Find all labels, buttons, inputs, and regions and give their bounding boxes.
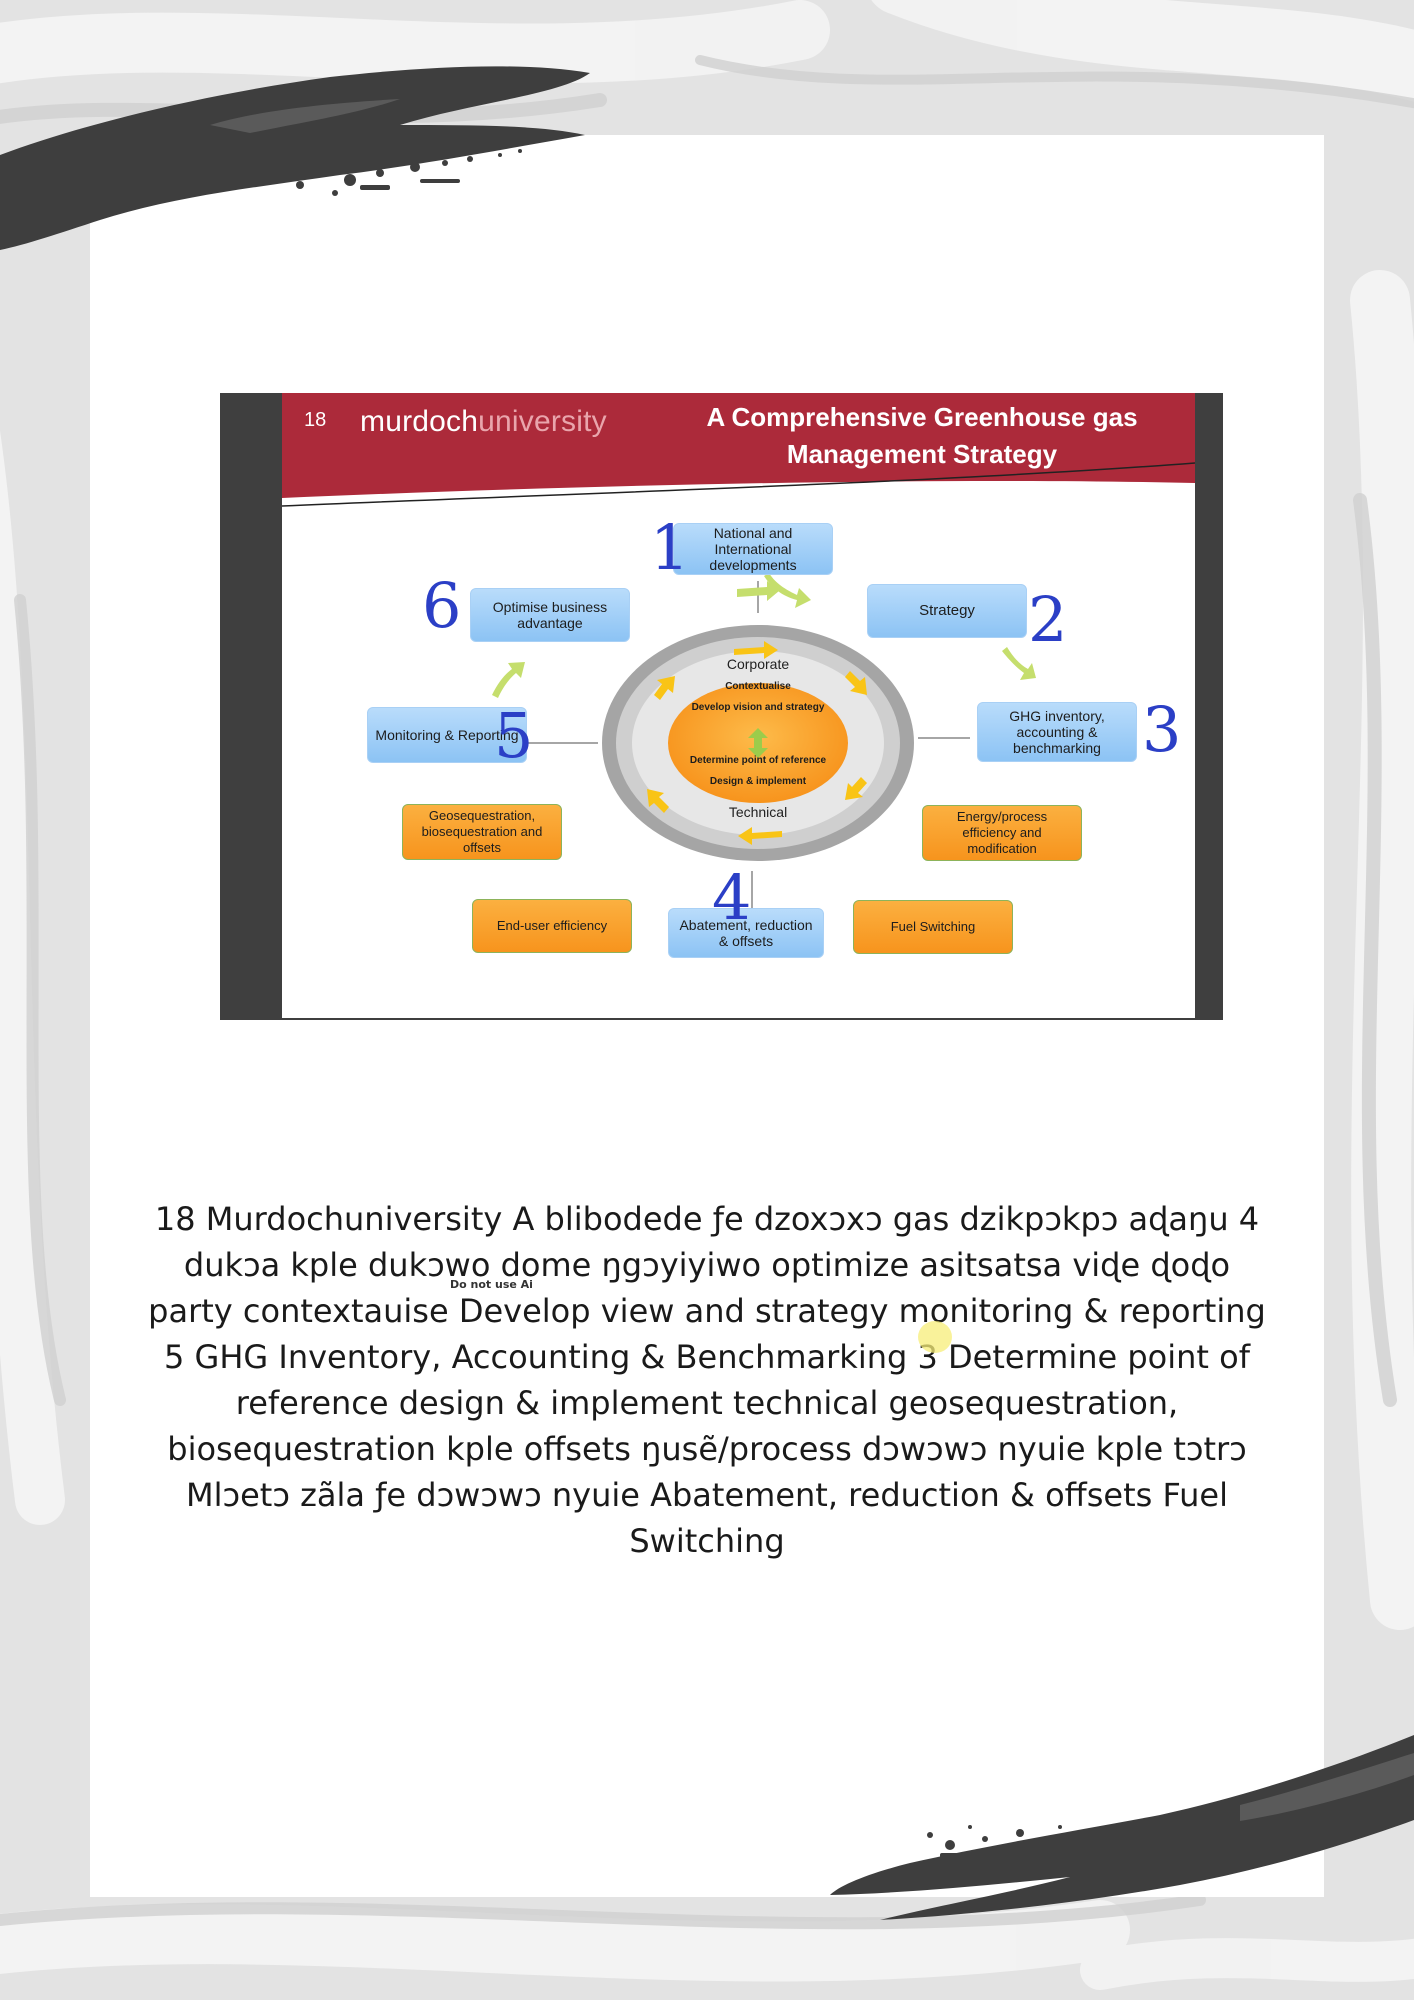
box-fuel-switching: Fuel Switching (853, 900, 1013, 954)
box-end-user-efficiency: End-user efficiency (472, 899, 632, 953)
label-corporate: Corporate (726, 656, 790, 672)
box-national-international: National and International developments (673, 523, 833, 575)
box-geosequestration: Geosequestration, biosequestration and o… (402, 804, 562, 860)
header-curve (282, 462, 1195, 507)
yellow-cycle-arrows (647, 641, 867, 845)
transcript-paragraph: 18 Murdochuniversity A blibodede ƒe dzox… (148, 1200, 1266, 1560)
handwritten-number-2: 2 (1028, 583, 1068, 656)
murdoch-university-logo: murdochuniversity (360, 405, 607, 438)
slide-graphics (282, 393, 1195, 908)
handwritten-number-1: 1 (650, 511, 690, 584)
yellow-highlight-dot (918, 1321, 952, 1353)
label-contextualise: Contextualise (725, 681, 791, 692)
handwritten-number-6: 6 (422, 569, 462, 642)
handwritten-number-5: 5 (494, 699, 534, 772)
box-optimise-business: Optimise business advantage (470, 588, 630, 642)
box-strategy: Strategy (867, 584, 1027, 638)
brush-stroke-top-left (0, 66, 590, 250)
label-develop-vision: Develop vision and strategy (691, 702, 825, 713)
handwritten-number-3: 3 (1142, 693, 1182, 766)
slide-canvas: 18 murdochuniversity A Comprehensive Gre… (282, 393, 1195, 1018)
brush-stroke-bottom-right (830, 1735, 1414, 1920)
green-arrows (492, 573, 1036, 698)
slide-screenshot: 18 murdochuniversity A Comprehensive Gre… (220, 393, 1223, 1020)
box-ghg-inventory: GHG inventory, accounting & benchmarking (977, 702, 1137, 762)
label-design-implement: Design & implement (709, 776, 807, 787)
box-abatement: Abatement, reduction & offsets (668, 908, 824, 958)
slide-number: 18 (304, 409, 327, 431)
header-band (282, 393, 1195, 498)
do-not-use-ai-note: Do not use Ai (450, 1278, 533, 1291)
center-labels: Corporate Contextualise Develop vision a… (658, 651, 858, 851)
label-determine-reference: Determine point of reference (689, 755, 827, 766)
label-technical: Technical (728, 804, 788, 820)
box-energy-process: Energy/process efficiency and modificati… (922, 805, 1082, 861)
slide-title: A Comprehensive Greenhouse gas Managemen… (706, 402, 1138, 469)
core-double-arrow (748, 728, 768, 758)
box-monitoring-reporting: Monitoring & Reporting (367, 707, 527, 763)
handwritten-number-4: 4 (712, 861, 752, 934)
